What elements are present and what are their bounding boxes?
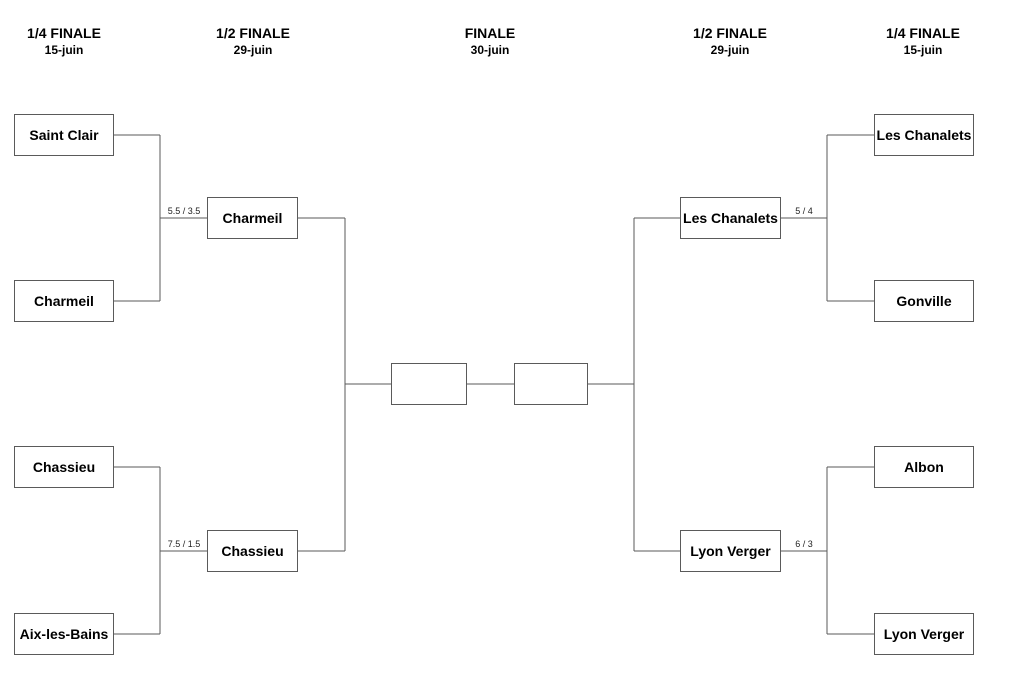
round-date: 29-juin <box>233 43 273 57</box>
header-final: FINALE 30-juin <box>430 24 550 58</box>
header-left-quarter: 1/4 FINALE 15-juin <box>4 24 124 58</box>
round-date: 29-juin <box>710 43 750 57</box>
round-title: 1/4 FINALE <box>27 25 101 41</box>
final-box-right <box>514 363 588 405</box>
team-box-left-quarter-3: Chassieu <box>14 446 114 488</box>
header-left-semi: 1/2 FINALE 29-juin <box>193 24 313 58</box>
header-right-semi: 1/2 FINALE 29-juin <box>670 24 790 58</box>
final-box-left <box>391 363 467 405</box>
round-date: 15-juin <box>44 43 84 57</box>
score-left-2: 7.5 / 1.5 <box>167 539 201 549</box>
team-box-right-quarter-1: Les Chanalets <box>874 114 974 156</box>
team-box-left-semi-1: Charmeil <box>207 197 298 239</box>
round-title: 1/2 FINALE <box>216 25 290 41</box>
round-date: 30-juin <box>470 43 510 57</box>
team-box-left-quarter-2: Charmeil <box>14 280 114 322</box>
round-date: 15-juin <box>903 43 943 57</box>
team-box-left-quarter-1: Saint Clair <box>14 114 114 156</box>
team-box-right-quarter-3: Albon <box>874 446 974 488</box>
score-left-1: 5.5 / 3.5 <box>167 206 201 216</box>
score-right-2: 6 / 3 <box>795 539 813 549</box>
header-right-quarter: 1/4 FINALE 15-juin <box>863 24 983 58</box>
team-box-right-quarter-4: Lyon Verger <box>874 613 974 655</box>
round-title: 1/2 FINALE <box>693 25 767 41</box>
team-box-right-semi-2: Lyon Verger <box>680 530 781 572</box>
team-box-left-quarter-4: Aix-les-Bains <box>14 613 114 655</box>
team-box-left-semi-2: Chassieu <box>207 530 298 572</box>
round-title: 1/4 FINALE <box>886 25 960 41</box>
score-right-1: 5 / 4 <box>795 206 813 216</box>
team-box-right-semi-1: Les Chanalets <box>680 197 781 239</box>
team-box-right-quarter-2: Gonville <box>874 280 974 322</box>
round-title: FINALE <box>464 25 516 41</box>
